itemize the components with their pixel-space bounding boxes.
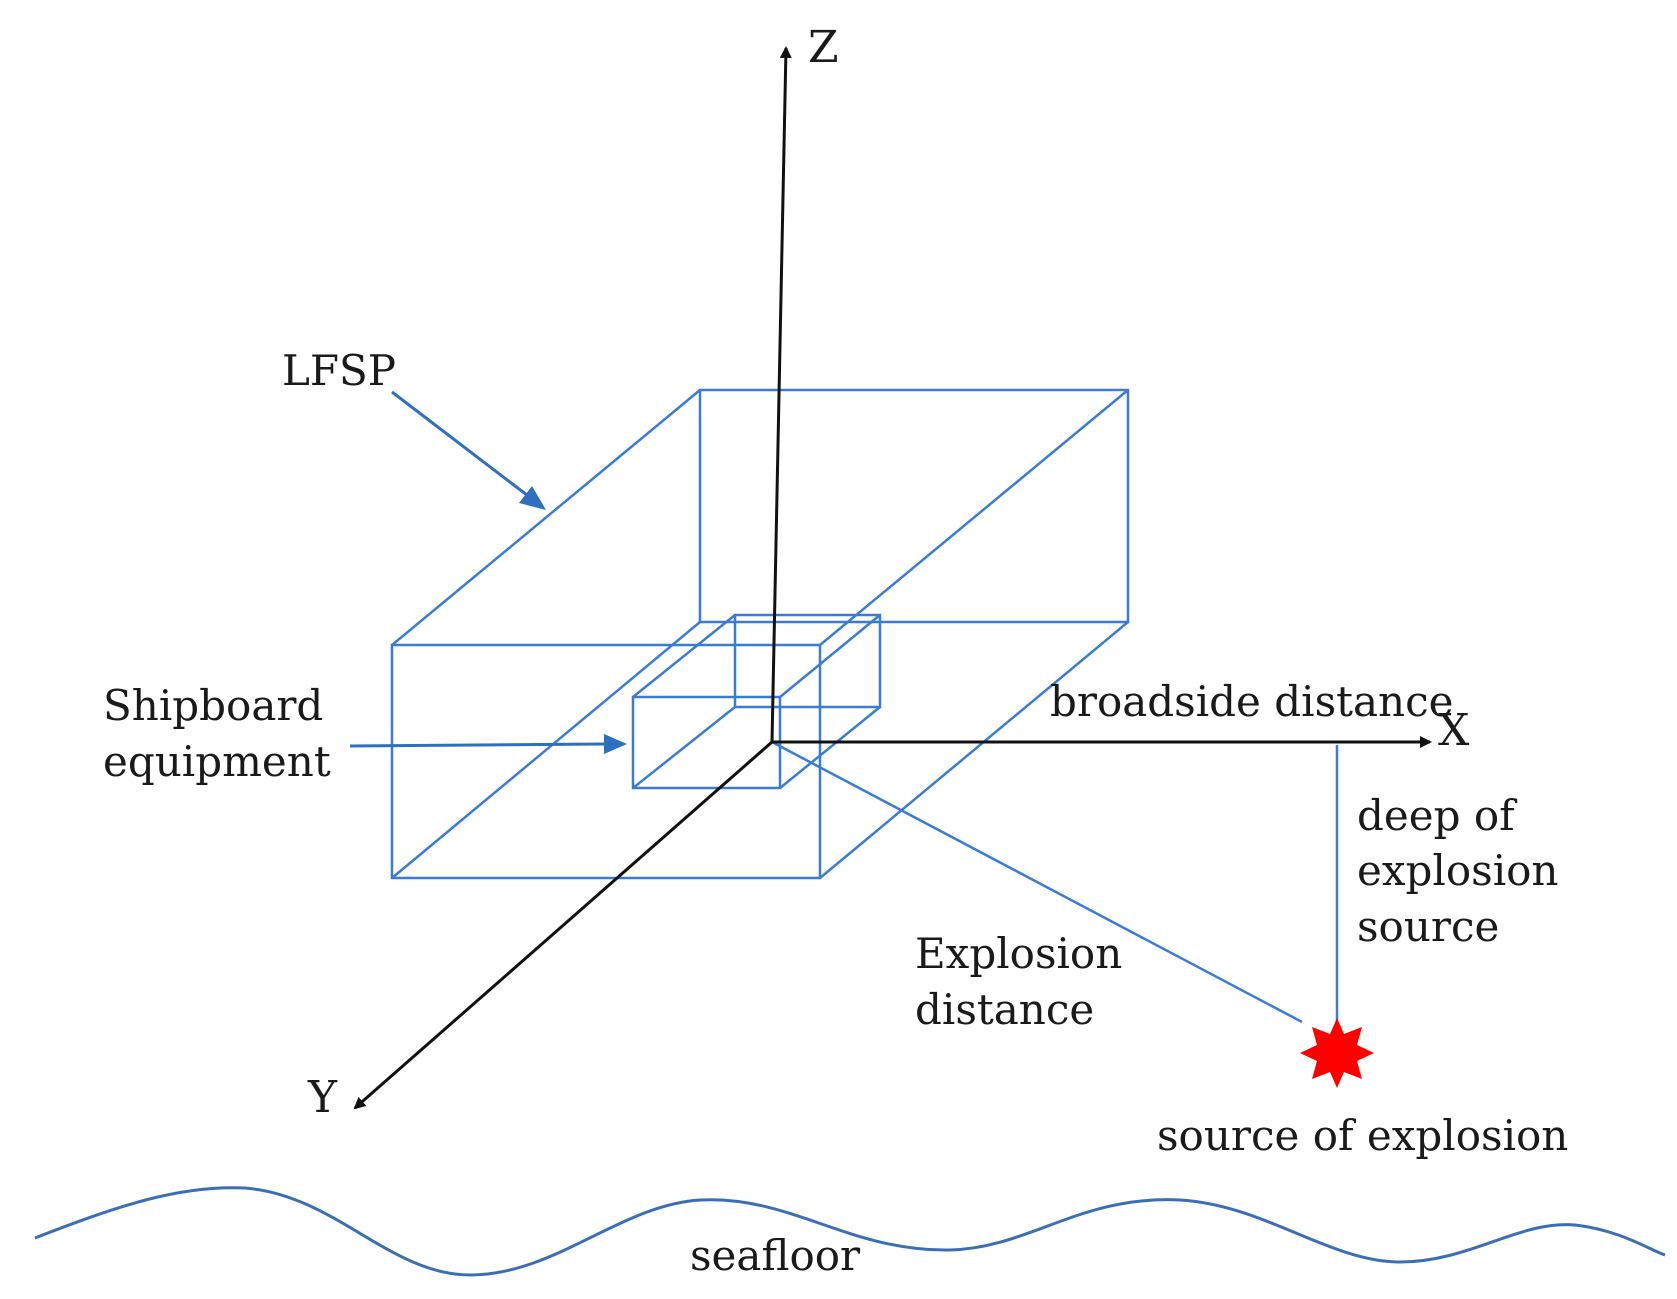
seafloor-line xyxy=(34,1186,1666,1277)
shipboard-label-line2: equipment xyxy=(103,737,331,786)
explosion-distance-label-line2: distance xyxy=(915,985,1094,1034)
y-axis xyxy=(353,740,773,1110)
z-axis-label: Z xyxy=(808,22,839,73)
depth-label-line2: explosion xyxy=(1357,846,1558,895)
shipboard-label-line1: Shipboard xyxy=(103,681,323,730)
y-axis-label: Y xyxy=(307,1072,338,1123)
explosion-burst-icon xyxy=(1300,1018,1374,1088)
x-axis-label: X xyxy=(1438,705,1470,756)
broadside-distance-label: broadside distance xyxy=(1050,677,1453,726)
depth-label-line1: deep of xyxy=(1357,791,1518,840)
explosion-distance-label-line1: Explosion xyxy=(915,929,1122,978)
seafloor-label: seafloor xyxy=(690,1231,861,1280)
lfsp-pointer-arrow xyxy=(391,390,541,507)
lfsp-label: LFSP xyxy=(282,346,396,395)
shipboard-arrowhead-icon xyxy=(604,734,627,754)
z-axis xyxy=(770,46,792,743)
lfsp-box xyxy=(390,388,1130,880)
depth-label-line3: source xyxy=(1357,902,1499,951)
explosion-distance-line xyxy=(771,740,1303,1024)
shipboard-equipment-box xyxy=(631,613,882,790)
shipboard-pointer-arrow xyxy=(349,742,606,748)
source-of-explosion-label: source of explosion xyxy=(1157,1111,1568,1160)
lfsp-arrowhead-icon xyxy=(519,486,546,510)
